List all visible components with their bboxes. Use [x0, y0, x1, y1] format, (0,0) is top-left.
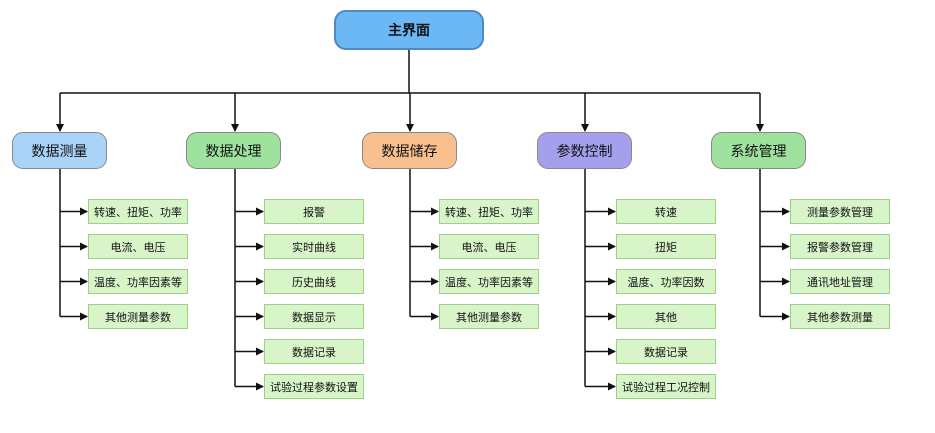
leaf-node: 实时曲线	[264, 234, 364, 259]
leaf-node: 电流、电压	[439, 234, 539, 259]
category-node-data-storage: 数据储存	[362, 132, 457, 169]
leaf-node: 数据记录	[264, 339, 364, 364]
leaf-node: 电流、电压	[88, 234, 188, 259]
leaf-node: 温度、功率因数	[616, 269, 716, 294]
leaf-node: 报警参数管理	[790, 234, 890, 259]
leaf-node: 试验过程工况控制	[616, 374, 716, 399]
leaf-node: 历史曲线	[264, 269, 364, 294]
leaf-node: 数据显示	[264, 304, 364, 329]
leaf-node: 温度、功率因素等	[439, 269, 539, 294]
category-label: 参数控制	[556, 143, 613, 160]
category-node-system-management: 系统管理	[711, 132, 806, 169]
leaf-node: 其他测量参数	[88, 304, 188, 329]
category-label: 数据处理	[205, 143, 262, 160]
leaf-node: 转速、扭矩、功率	[439, 199, 539, 224]
category-node-data-processing: 数据处理	[186, 132, 281, 169]
leaf-node: 通讯地址管理	[790, 269, 890, 294]
category-node-parameter-control: 参数控制	[537, 132, 632, 169]
category-node-data-measurement: 数据测量	[12, 132, 107, 169]
root-node-label: 主界面	[388, 23, 430, 39]
leaf-node: 数据记录	[616, 339, 716, 364]
leaf-node: 转速	[616, 199, 716, 224]
category-label: 系统管理	[730, 143, 787, 160]
leaf-node: 其他	[616, 304, 716, 329]
leaf-node: 温度、功率因素等	[88, 269, 188, 294]
leaf-node: 转速、扭矩、功率	[88, 199, 188, 224]
category-label: 数据测量	[31, 143, 88, 160]
category-label: 数据储存	[381, 143, 438, 160]
leaf-node: 扭矩	[616, 234, 716, 259]
leaf-node: 其他测量参数	[439, 304, 539, 329]
leaf-node: 测量参数管理	[790, 199, 890, 224]
leaf-node: 其他参数测量	[790, 304, 890, 329]
leaf-node: 试验过程参数设置	[264, 374, 364, 399]
root-node-main-screen: 主界面	[334, 10, 484, 50]
leaf-node: 报警	[264, 199, 364, 224]
